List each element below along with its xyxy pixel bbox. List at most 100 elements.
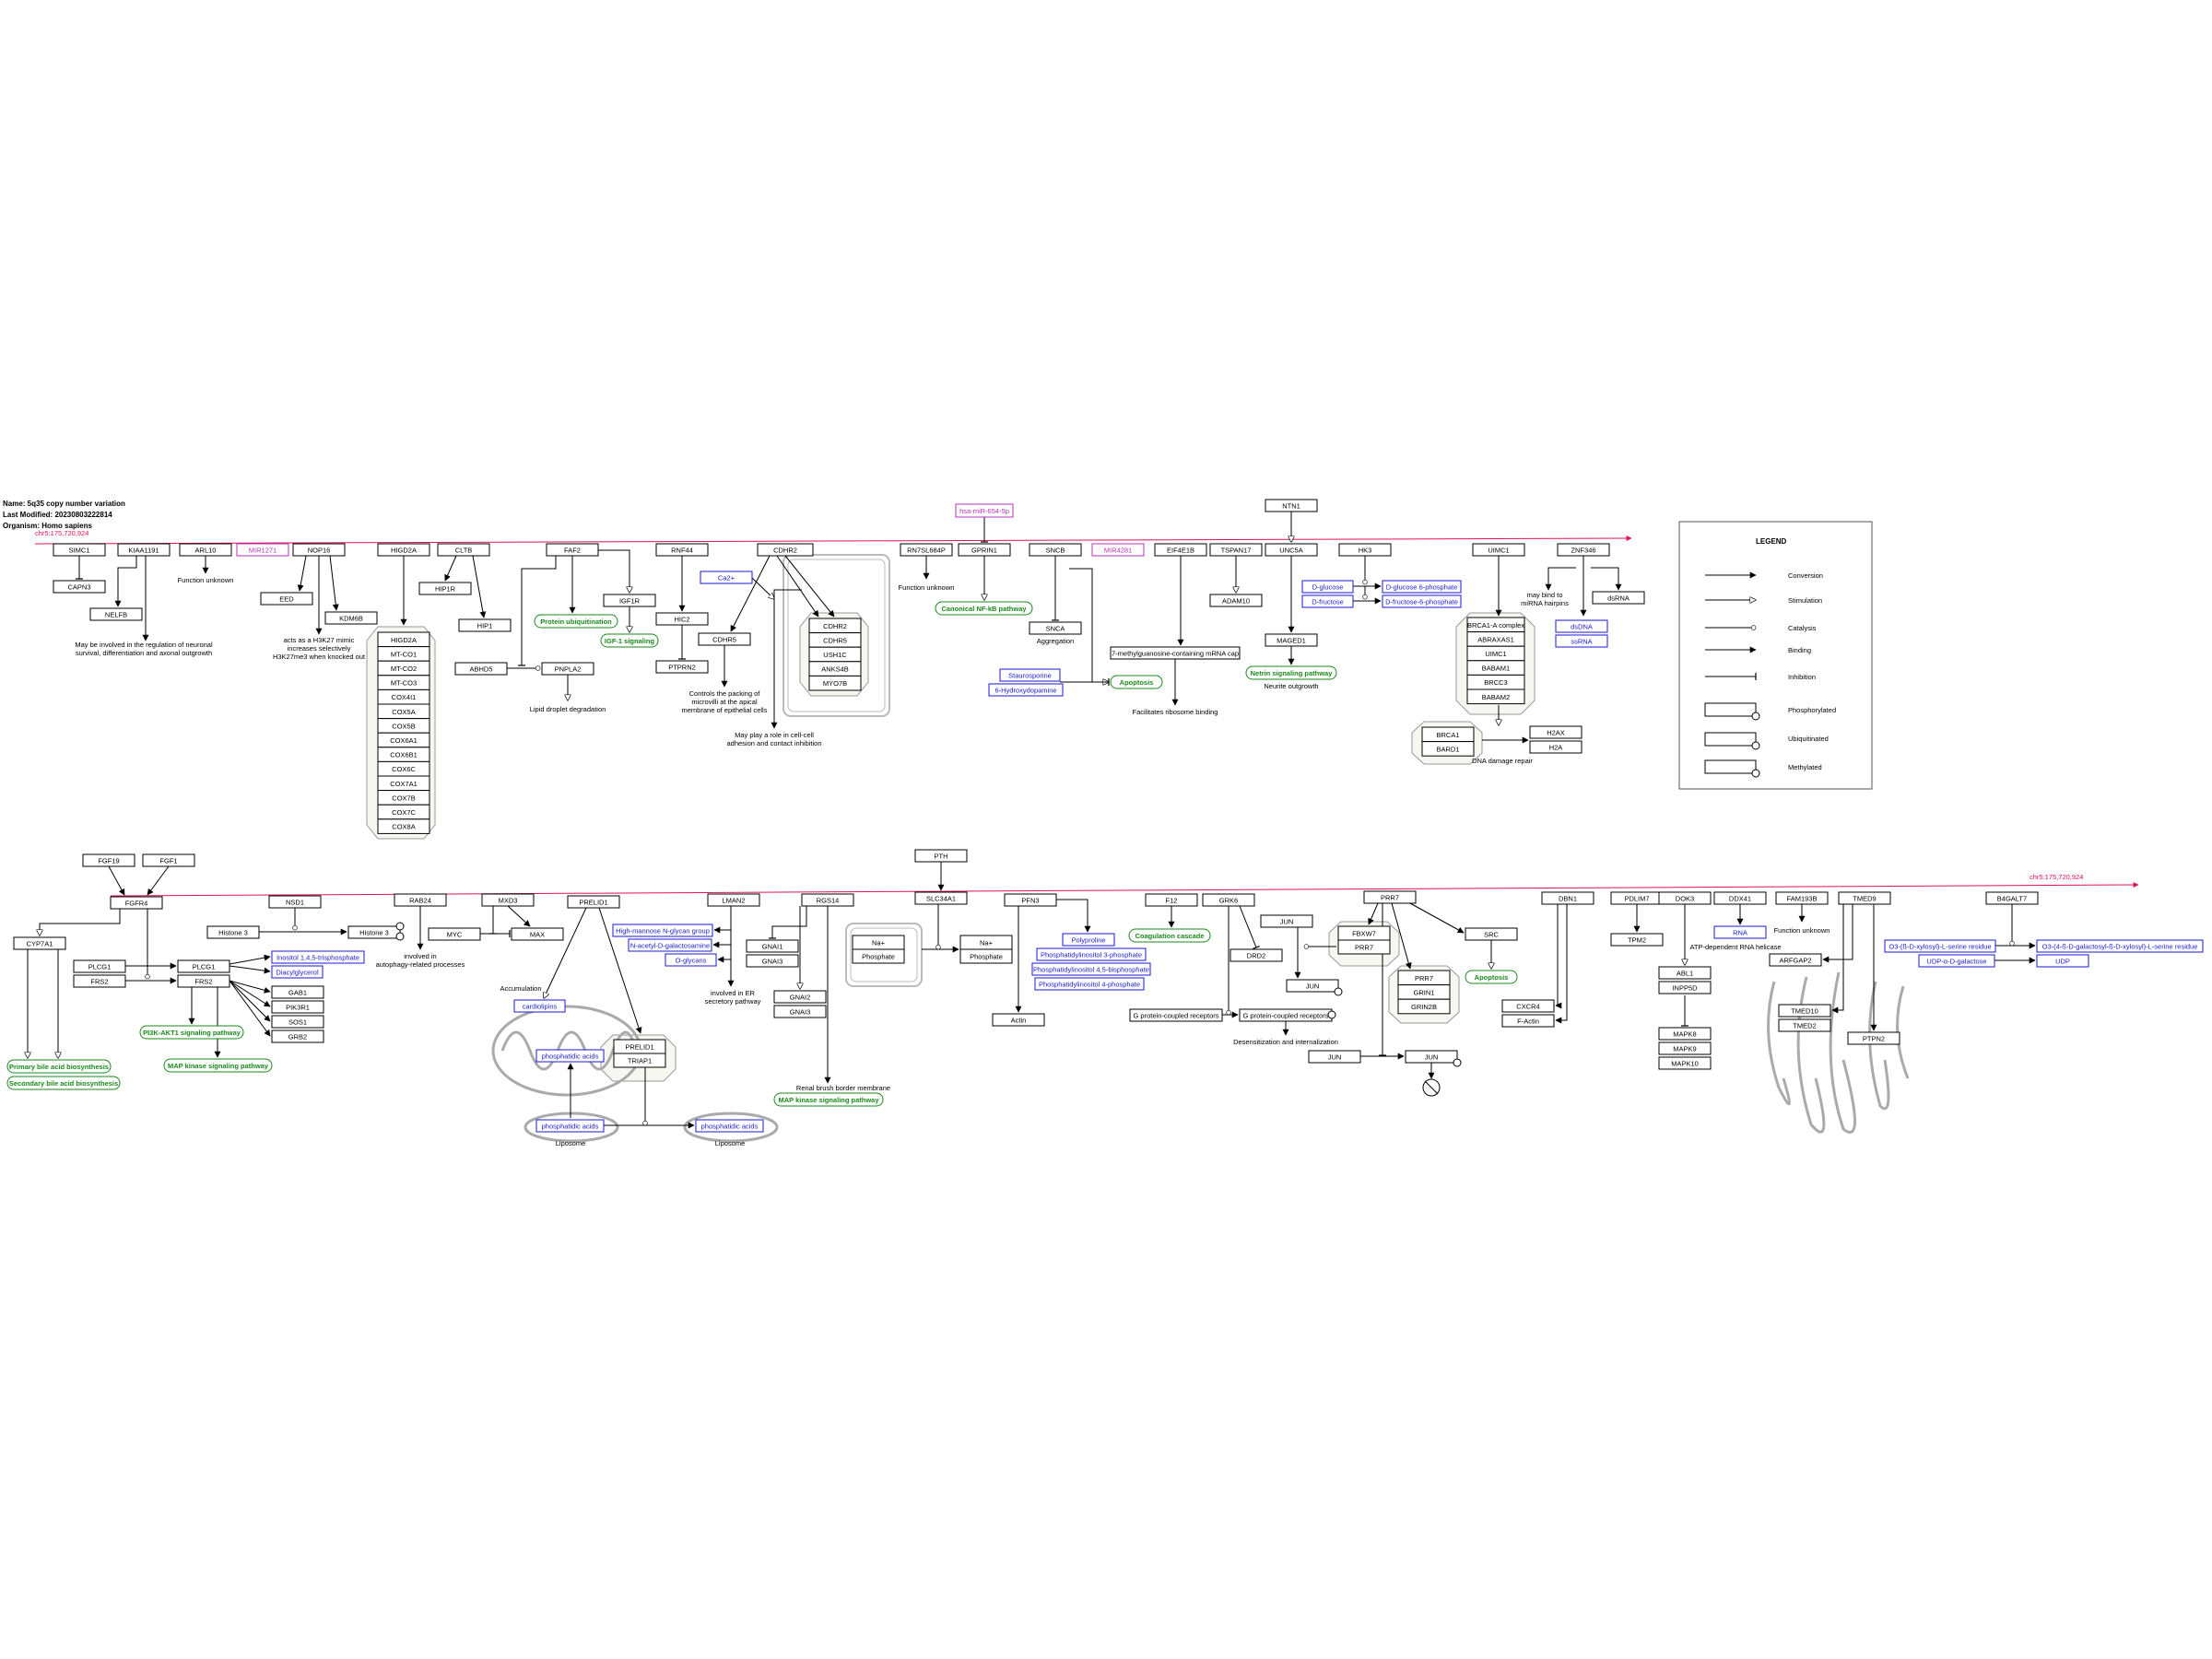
gene-jun-2[interactable]: JUN <box>1286 979 1339 993</box>
gene-tmed10[interactable]: TMED10 <box>1778 1004 1831 1018</box>
pathway-coagulation-cascade[interactable]: Coagulation cascade <box>1128 928 1211 943</box>
mirna-hsa-mir-654[interactable]: hsa-miR-654-5p <box>955 503 1014 518</box>
gene-histone3-a[interactable]: Histone 3 <box>206 925 260 939</box>
metabolite-o3-xylosyl[interactable]: O3-(ß-D-xylosyl)-L-serine residue <box>1884 939 1996 953</box>
complex-naphos-1-member-0[interactable]: Na+ <box>852 935 905 950</box>
metabolite-pi3p[interactable]: Phosphatidylinositol 3-phosphate <box>1036 947 1147 961</box>
gene-gnai2[interactable]: GNAI2 <box>773 990 827 1004</box>
gene-hic2[interactable]: HIC2 <box>655 612 709 626</box>
complex-brca1-member-1[interactable]: BARD1 <box>1421 741 1475 757</box>
gene-hip1r[interactable]: HIP1R <box>418 582 472 595</box>
pathway-map-kinase-1[interactable]: MAP kinase signaling pathway <box>163 1058 273 1073</box>
pathway-primary-bile-acid[interactable]: Primary bile acid biosynthesis <box>6 1059 112 1074</box>
gene-snca[interactable]: SNCA <box>1029 621 1082 635</box>
complex-higd2a-member-12[interactable]: COX7C <box>377 804 430 820</box>
metabolite-staurosporine[interactable]: Staurosporine <box>999 668 1061 682</box>
gene-ptprn2[interactable]: PTPRN2 <box>655 660 709 674</box>
gene-drd2[interactable]: DRD2 <box>1230 948 1283 962</box>
gene-ntn1[interactable]: NTN1 <box>1265 499 1318 512</box>
metabolite-phosphatidic-acid-2[interactable]: phosphatidic acids <box>535 1119 605 1133</box>
gene-ptpn2[interactable]: PTPN2 <box>1847 1031 1900 1045</box>
complex-higd2a-member-6[interactable]: COX5B <box>377 718 430 734</box>
gene-igf1r[interactable]: IGF1R <box>603 594 656 607</box>
gene-ddx41[interactable]: DDX41 <box>1713 891 1767 905</box>
gene-cltb[interactable]: CLTB <box>437 543 490 557</box>
gene-mapk10[interactable]: MAPK10 <box>1658 1056 1712 1070</box>
metabolite-ssrna[interactable]: ssRNA <box>1555 634 1608 648</box>
complex-naphos-1-member-1[interactable]: Phosphate <box>852 948 905 964</box>
gene-tpm2[interactable]: TPM2 <box>1610 933 1664 947</box>
gene-unc5a[interactable]: UNC5A <box>1265 543 1318 557</box>
complex-higd2a-member-13[interactable]: COX8A <box>377 818 430 834</box>
complex-cdhr-member-0[interactable]: CDHR2 <box>808 618 862 634</box>
gene-rnf44[interactable]: RNF44 <box>655 543 709 557</box>
gene-jun-1[interactable]: JUN <box>1260 914 1313 928</box>
complex-higd2a-member-3[interactable]: MT-CO3 <box>377 675 430 690</box>
complex-prr7grin-member-0[interactable]: PRR7 <box>1397 970 1451 986</box>
complex-prr7grin-member-2[interactable]: GRIN2B <box>1397 998 1451 1015</box>
gene-fam193b[interactable]: FAM193B <box>1775 891 1829 905</box>
metabolite-pi45bp[interactable]: Phosphatidylinositol 4,5-bisphosphate <box>1031 962 1151 976</box>
gene-znf346[interactable]: ZNF346 <box>1557 543 1610 557</box>
gene-hk3[interactable]: HK3 <box>1338 543 1392 557</box>
complex-higd2a-member-10[interactable]: COX7A1 <box>377 775 430 792</box>
complex-higd2a-member-9[interactable]: COX6C <box>377 760 430 777</box>
complex-brca1a-member-0[interactable]: BRCA1-A complex <box>1466 617 1525 633</box>
metabolite-udp[interactable]: UDP <box>2036 954 2089 968</box>
complex-higd2a-member-8[interactable]: COX6B1 <box>377 747 430 762</box>
complex-brca1a-member-1[interactable]: ABRAXAS1 <box>1466 631 1525 647</box>
metabolite-udp-galactose[interactable]: UDP-α-D-galactose <box>1918 954 1995 968</box>
metabolite-phosphatidic-acid-1[interactable]: phosphatidic acids <box>535 1049 605 1063</box>
gene-faf2[interactable]: FAF2 <box>546 543 599 557</box>
gene-dok3[interactable]: DOK3 <box>1658 891 1712 905</box>
metabolite-ip3[interactable]: Inositol 1,4,5-trisphosphate <box>271 950 365 964</box>
gene-fgf1[interactable]: FGF1 <box>142 853 195 867</box>
pathway-map-kinase-2[interactable]: MAP kinase signaling pathway <box>773 1092 884 1107</box>
gene-b4galt7[interactable]: B4GALT7 <box>1985 891 2039 905</box>
metabolite-polyproline[interactable]: Polyproline <box>1062 933 1115 947</box>
complex-fbxw7-member-0[interactable]: FBXW7 <box>1337 925 1391 941</box>
metabolite-o3-galactosyl-xylosyl[interactable]: O3-(4-ß-D-galactosyl-ß-D-xylosyl)-L-seri… <box>2036 939 2204 953</box>
gene-nop16[interactable]: NOP16 <box>292 543 346 557</box>
metabolite-d-glucose[interactable]: D-glucose <box>1301 580 1354 594</box>
gene-mapk9[interactable]: MAPK9 <box>1658 1041 1712 1055</box>
gene-nelfb[interactable]: NELFB <box>89 607 143 621</box>
complex-prelid-member-0[interactable]: PRELID1 <box>613 1039 666 1054</box>
metabolite-rna[interactable]: RNA <box>1713 925 1767 939</box>
metabolite-d-fructose[interactable]: D-fructose <box>1301 594 1354 608</box>
gene-actin[interactable]: Actin <box>992 1013 1045 1027</box>
gene-grb2[interactable]: GRB2 <box>271 1030 324 1043</box>
complex-cdhr-member-1[interactable]: CDHR5 <box>808 632 862 648</box>
complex-fbxw7-member-1[interactable]: PRR7 <box>1337 939 1391 955</box>
mirna-mir1271[interactable]: MIR1271 <box>236 543 289 557</box>
gene-simc1[interactable]: SIMC1 <box>53 543 106 557</box>
gene-mxd3[interactable]: MXD3 <box>481 893 535 907</box>
metabolite-n-acetyl-galactosamine[interactable]: N-acetyl-D-galactosamine <box>628 938 712 952</box>
complex-cdhr-member-4[interactable]: MYO7B <box>808 675 862 691</box>
gene-histone3-b[interactable]: Histone 3 <box>347 925 401 939</box>
gene-kdm6b[interactable]: KDM6B <box>324 611 378 625</box>
gene-h2ax[interactable]: H2AX <box>1529 725 1583 739</box>
complex-cdhr-member-3[interactable]: ANKS4B <box>808 661 862 677</box>
gene-rab24[interactable]: RAB24 <box>394 893 447 907</box>
metabolite-ca2[interactable]: Ca2+ <box>700 571 753 584</box>
gene-cdhr5[interactable]: CDHR5 <box>698 632 751 646</box>
metabolite-dsdna[interactable]: dsDNA <box>1555 619 1608 633</box>
gene-gnai1[interactable]: GNAI1 <box>746 939 799 953</box>
gene-h2a[interactable]: H2A <box>1529 740 1583 754</box>
complex-brca1a-member-2[interactable]: UIMC1 <box>1466 645 1525 662</box>
mirna-mir4281[interactable]: MIR4281 <box>1091 543 1145 557</box>
complex-higd2a-member-1[interactable]: MT-CO1 <box>377 646 430 662</box>
gene-arfgap2[interactable]: ARFGAP2 <box>1769 953 1822 967</box>
gene-myc[interactable]: MYC <box>428 927 481 941</box>
gene-eif4e1b[interactable]: EIF4E1B <box>1154 543 1207 557</box>
gene-jun-4[interactable]: JUN <box>1405 1050 1458 1064</box>
gene-rgs14[interactable]: RGS14 <box>801 893 854 907</box>
metabolite-cardiolipin[interactable]: cardiolipins <box>513 999 566 1013</box>
gene-eed[interactable]: EED <box>260 592 313 606</box>
gene-abl1[interactable]: ABL1 <box>1658 966 1712 980</box>
pathway-igf1-signaling[interactable]: IGF-1 signaling <box>600 633 659 648</box>
metabolite-o-glycans[interactable]: O-glycans <box>665 953 717 967</box>
gene-fgfr4[interactable]: FGFR4 <box>110 896 163 910</box>
gene-cyp7a1[interactable]: CYP7A1 <box>13 936 66 950</box>
